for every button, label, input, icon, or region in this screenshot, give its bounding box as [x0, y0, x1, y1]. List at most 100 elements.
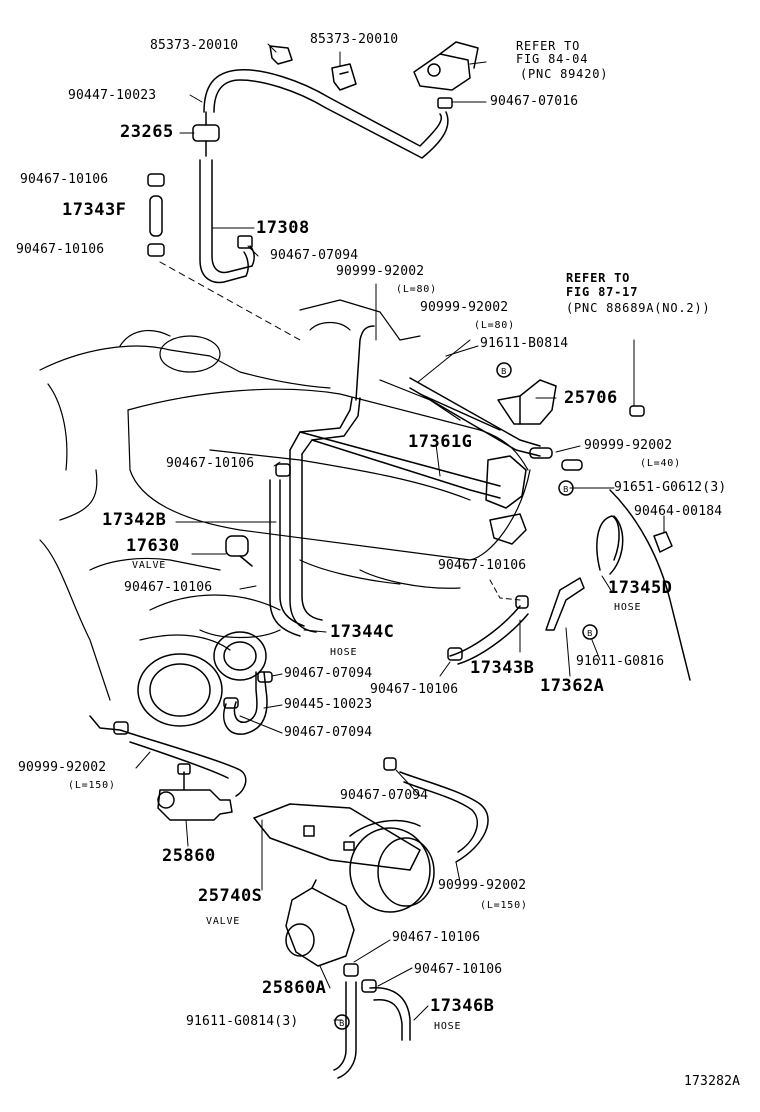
part-90999-92002-c: 90999-92002 — [584, 438, 673, 453]
part-90467-10106-b: 90467-10106 — [16, 242, 105, 257]
part-90467-10106-h: 90467-10106 — [414, 962, 503, 977]
filter-23265 — [193, 112, 219, 156]
part-90467-07094-b: 90467-07094 — [284, 666, 373, 681]
part-90999-92002-d: 90999-92002 — [18, 760, 107, 775]
svg-text:B: B — [501, 367, 507, 376]
hose-label-c: HOSE — [434, 1021, 462, 1032]
part-90467-07094-c: 90467-07094 — [284, 725, 373, 740]
vsv-25860A — [286, 880, 354, 966]
part-17308: 17308 — [256, 218, 310, 238]
refer-to-a-line2: FIG 84-04 — [516, 52, 589, 66]
actuator-diaphragm — [350, 821, 434, 912]
part-90467-10106-g: 90467-10106 — [392, 930, 481, 945]
clamp-90467-10106-b — [148, 244, 164, 256]
part-85373-20010-a: 85373-20010 — [150, 38, 239, 53]
part-90467-07016: 90467-07016 — [490, 94, 579, 109]
part-90999-92002-a: 90999-92002 — [336, 264, 425, 279]
bolt-91611-G0814: B — [335, 1015, 349, 1029]
hose-17345D — [597, 516, 623, 574]
valve-17630 — [226, 536, 252, 566]
part-90467-07094-d: 90467-07094 — [340, 788, 429, 803]
vsv-25860 — [158, 764, 232, 846]
clamp-90467-07094-d — [384, 758, 396, 770]
dashed-leader-b — [490, 580, 520, 600]
hose-17308 — [200, 160, 254, 282]
part-91611-G0816: 91611-G0816 — [576, 654, 665, 669]
part-17345D: 17345D — [608, 578, 673, 598]
part-17343B: 17343B — [470, 658, 535, 678]
hose-label-a: HOSE — [614, 602, 642, 613]
svg-text:B: B — [563, 485, 569, 494]
length-l80-b: (L=80) — [474, 320, 515, 331]
part-25860A: 25860A — [262, 978, 327, 998]
hose-90999-92002-e — [400, 772, 488, 862]
hose-90445-10023 — [224, 672, 272, 734]
valve-label-b: VALVE — [206, 916, 241, 927]
length-l150-a: (L=150) — [68, 780, 116, 791]
refer-to-b-line3: (PNC 88689A(NO.2)) — [566, 301, 711, 315]
air-filter-housing — [138, 632, 266, 726]
part-85373-20010-b: 85373-20010 — [310, 32, 399, 47]
vsv-bracket-refer-84-04 — [414, 42, 478, 90]
curve-right — [610, 490, 690, 680]
vsv-assembly-center: B — [486, 456, 573, 544]
part-25860: 25860 — [162, 846, 216, 866]
hose-label-b: HOSE — [330, 647, 358, 658]
refer-to-a-line3: (PNC 89420) — [520, 67, 609, 81]
part-25740S: 25740S — [198, 886, 263, 906]
length-l150-b: (L=150) — [480, 900, 528, 911]
part-91611-G0814: 91611-G0814(3) — [186, 1014, 299, 1029]
engine-outline — [40, 300, 530, 700]
part-17346B: 17346B — [430, 996, 495, 1016]
pipes-to-25706 — [410, 378, 540, 456]
refer-to-b-line2: FIG 87-17 — [566, 285, 639, 299]
figure-id: 173282A — [684, 1074, 741, 1089]
part-17361G: 17361G — [408, 432, 473, 452]
hose-refer-87-17 — [630, 340, 644, 416]
part-17342B: 17342B — [102, 510, 167, 530]
svg-text:B: B — [587, 629, 593, 638]
clip-85373-a — [270, 46, 292, 64]
hose-17343F — [150, 196, 162, 236]
part-90999-92002-b: 90999-92002 — [420, 300, 509, 315]
hose-17346B — [334, 964, 410, 1078]
part-17362A: 17362A — [540, 676, 605, 696]
svg-text:B: B — [339, 1019, 345, 1028]
part-90467-10106-e: 90467-10106 — [124, 580, 213, 595]
hose-17342B-17344C — [270, 464, 304, 636]
part-17630: 17630 — [126, 536, 180, 556]
part-91611-B0814: 91611-B0814 — [480, 336, 569, 351]
clamp-90467-07016 — [438, 98, 452, 108]
part-91651-G0612: 91651-G0612(3) — [614, 480, 727, 495]
refer-to-a-line1: REFER TO — [516, 39, 581, 53]
part-90467-10106-f: 90467-10106 — [370, 682, 459, 697]
length-l80-a: (L=80) — [396, 284, 437, 295]
part-17344C: 17344C — [330, 622, 395, 642]
pipe-17361G — [290, 326, 500, 632]
hose-90447-10023 — [204, 70, 448, 158]
dashed-leader-a — [160, 262, 300, 340]
leader-lines — [136, 44, 664, 1020]
hose-90999-92002-d — [90, 716, 246, 796]
part-90467-10106-d: 90467-10106 — [438, 558, 527, 573]
part-90464-00184: 90464-00184 — [634, 504, 723, 519]
part-90447-10023: 90447-10023 — [68, 88, 157, 103]
refer-to-b-line1: REFER TO — [566, 271, 631, 285]
clip-85373-b — [332, 64, 356, 90]
length-l40: (L=40) — [640, 458, 681, 469]
part-25706: 25706 — [564, 388, 618, 408]
hose-17343B — [448, 596, 528, 664]
part-90999-92002-e: 90999-92002 — [438, 878, 527, 893]
valve-label-a: VALVE — [132, 560, 167, 571]
bracket-17362A: B — [546, 578, 597, 639]
part-90467-07094-a: 90467-07094 — [270, 248, 359, 263]
clamp-90467-10106-a — [148, 174, 164, 186]
clamp-90464-00184 — [654, 532, 672, 552]
part-90467-10106-c: 90467-10106 — [166, 456, 255, 471]
hose-90999-92002-c — [530, 448, 582, 470]
part-23265: 23265 — [120, 122, 174, 142]
part-90445-10023: 90445-10023 — [284, 697, 373, 712]
bracket-25740S — [254, 804, 420, 870]
